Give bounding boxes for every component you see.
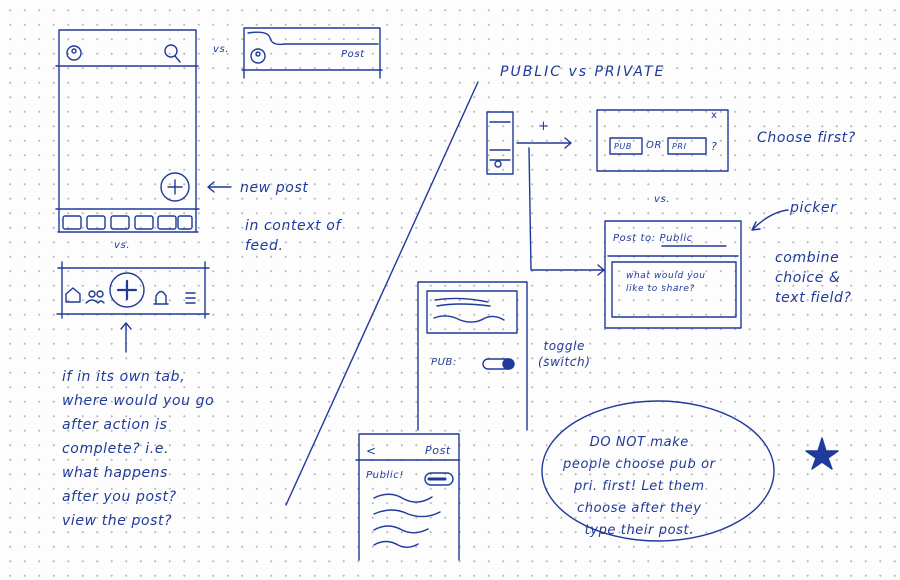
combine-note: combine choice & text field?	[775, 250, 852, 306]
new-post-note: new post	[240, 180, 309, 196]
search-icon	[164, 44, 178, 58]
new-post-button	[160, 172, 190, 202]
profile-icon-2	[250, 48, 266, 64]
bottom-tab-bar-wireframe	[56, 261, 210, 319]
public-vs-private-title: PUBLIC vs PRIVATE	[500, 64, 666, 80]
profile-icon	[66, 45, 82, 61]
home-icon	[65, 287, 81, 303]
own-tab-question-note: if in its own tab, where would you go af…	[62, 369, 215, 529]
post-screen-wireframe	[355, 433, 460, 561]
context-note: in context of feed.	[245, 218, 341, 254]
pub-option-label: PUB	[614, 142, 632, 151]
or-label: OR	[646, 140, 663, 151]
pub-toggle-label: PUB:	[431, 357, 457, 368]
header-post-label: Post	[341, 49, 365, 60]
back-icon: <	[366, 444, 377, 458]
pri-option-label: PRI	[672, 142, 687, 151]
bell-icon	[153, 290, 169, 305]
new-post-arrow	[207, 181, 232, 193]
do-not-ellipse	[541, 400, 775, 542]
combined-composer	[604, 220, 742, 329]
post-screen-title: Post	[425, 444, 451, 457]
question-mark-label: ?	[711, 140, 718, 153]
toggle-note: toggle (switch)	[538, 339, 591, 369]
vs-label-right: vs.	[654, 194, 671, 205]
big-plus-button	[109, 272, 145, 308]
post-header-wireframe	[241, 27, 383, 79]
toggle-wireframe	[417, 281, 528, 431]
text-field-placeholder: what would you like to share?	[626, 271, 706, 294]
tab-bar-arrow	[120, 322, 132, 353]
arrow-to-combined	[528, 147, 605, 276]
do-not-note: DO NOT make people choose pub or pri. fi…	[563, 435, 716, 538]
arrow-to-modal	[516, 137, 572, 149]
tab-bar-icons	[62, 215, 193, 230]
close-icon: x	[711, 110, 718, 121]
divider-line	[285, 81, 479, 506]
vs-label-left: vs.	[114, 240, 131, 251]
public-toggle-label: Public!	[366, 470, 404, 481]
choose-first-note: Choose first?	[757, 130, 856, 146]
picker-arrow	[751, 209, 789, 231]
picker-note: picker	[790, 200, 837, 216]
choose-first-modal	[596, 109, 729, 172]
menu-icon	[185, 292, 196, 304]
people-icon	[88, 290, 96, 298]
phone-feed-wireframe	[55, 29, 200, 233]
star-icon	[805, 437, 839, 470]
post-to-picker-label: Post to: Public	[613, 233, 693, 244]
plus-label: +	[538, 119, 550, 134]
vs-label-top: vs.	[213, 44, 230, 55]
small-phone-wireframe	[486, 111, 514, 175]
